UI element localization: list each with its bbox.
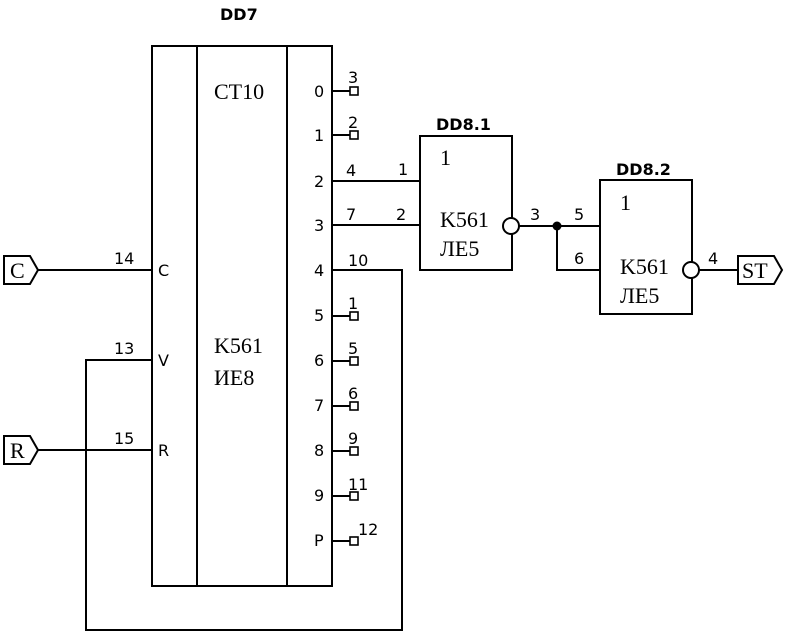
dd8-2-function-label: 1 [620, 190, 631, 215]
dd7-input-label-v: V [158, 351, 169, 370]
dd8-2-gate-body [599, 179, 693, 315]
dd7-output-label-p: P [314, 531, 324, 550]
dd7-output-label-8: 8 [314, 441, 324, 460]
dd7-terminal-9 [349, 491, 359, 501]
port-c-flag [3, 255, 40, 285]
dd8-2-out-pin-4: 4 [708, 249, 718, 268]
dd8-2-ref-label: DD8.2 [616, 160, 671, 179]
port-st-flag [737, 255, 784, 285]
port-r-flag [3, 435, 40, 465]
dd7-chip-body [151, 45, 333, 587]
dd8-1-ref-label: DD8.1 [436, 115, 491, 134]
dd7-terminal-8 [349, 446, 359, 456]
dd8-1-part-line1: K561 [440, 207, 489, 232]
dd7-terminal-7 [349, 401, 359, 411]
wire-dd8-1-to-dd8-2-b [556, 226, 600, 271]
dd7-output-pin-12: 12 [358, 520, 378, 539]
dd8-2-in-pin-5: 5 [574, 205, 584, 224]
dd7-output-pin-11: 11 [348, 475, 368, 494]
dd7-output-label-2: 2 [314, 172, 324, 191]
dd8-2-in-pin-6: 6 [574, 249, 584, 268]
dd7-output-pin-4: 4 [346, 161, 356, 180]
dd8-1-out-pin-3: 3 [530, 205, 540, 224]
port-c-label: C [10, 258, 25, 283]
dd7-output-pin-9: 9 [348, 429, 358, 448]
port-r-label: R [10, 438, 25, 463]
dd8-1-function-label: 1 [440, 145, 451, 170]
dd7-function-label: CT10 [214, 79, 264, 104]
dd7-input-label-r: R [158, 441, 169, 460]
dd7-output-label-9: 9 [314, 486, 324, 505]
dd7-output-stubs [332, 90, 350, 542]
dd7-output-pin-5: 5 [348, 339, 358, 358]
dd7-output-pin-2: 2 [348, 113, 358, 132]
dd7-output-label-1: 1 [314, 126, 324, 145]
dd7-input-pin-13: 13 [114, 339, 134, 358]
wire-feedback-q4-to-v [85, 269, 403, 631]
dd7-terminal-5 [349, 311, 359, 321]
dd7-input-pin-15: 15 [114, 429, 134, 448]
dd8-1-in-pin-2: 2 [396, 205, 406, 224]
dd7-output-pin-1: 1 [348, 294, 358, 313]
dd7-terminal-p [349, 536, 359, 546]
dd8-2-part-line2: ЛЕ5 [620, 283, 659, 308]
port-st-label: ST [742, 258, 768, 283]
dd7-terminal-6 [349, 356, 359, 366]
junction-dot [552, 221, 562, 231]
dd7-input-label-c: C [158, 261, 169, 280]
dd7-part-line1: K561 [214, 333, 263, 358]
dd7-input-pin-14: 14 [114, 249, 134, 268]
dd7-output-label-6: 6 [314, 351, 324, 370]
dd7-terminal-0 [349, 86, 359, 96]
dd8-1-inversion-circle [502, 217, 520, 235]
dd7-part-line2: ИЕ8 [214, 365, 254, 390]
dd7-output-label-7: 7 [314, 396, 324, 415]
dd7-terminal-1 [349, 130, 359, 140]
dd8-1-gate-body [419, 135, 513, 271]
dd8-1-part-line2: ЛЕ5 [440, 236, 479, 261]
dd7-output-label-4: 4 [314, 261, 324, 280]
dd7-output-label-5: 5 [314, 306, 324, 325]
dd7-ref-label: DD7 [220, 5, 258, 24]
dd7-output-pin-3: 3 [348, 68, 358, 87]
dd7-output-pin-10: 10 [348, 251, 368, 270]
dd8-1-in-pin-1: 1 [398, 160, 408, 179]
dd7-output-label-0: 0 [314, 82, 324, 101]
dd7-output-label-3: 3 [314, 216, 324, 235]
dd7-output-pin-6: 6 [348, 384, 358, 403]
dd8-2-inversion-circle [682, 261, 700, 279]
dd7-output-pin-7: 7 [346, 205, 356, 224]
dd8-2-part-line1: K561 [620, 254, 669, 279]
